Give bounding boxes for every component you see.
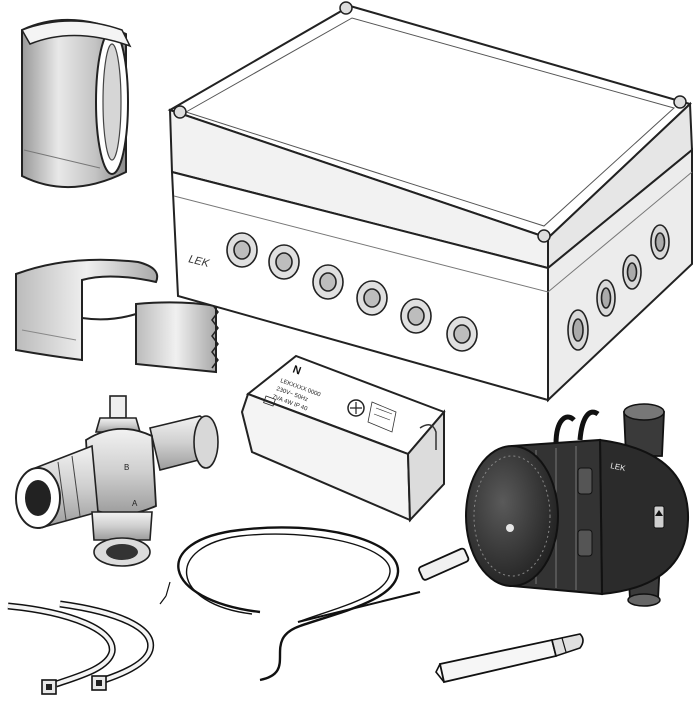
actuator-mark: N	[291, 364, 303, 378]
ce-mark-icon	[263, 395, 276, 407]
flow-arrow-icon	[655, 510, 663, 516]
valve-actuator: N LEKXXXX 0000 230V~ 50Hz 7VA 4W IP 40	[240, 354, 446, 523]
circulation-pump: LEK	[465, 403, 690, 607]
thermal-paste-tube	[435, 633, 584, 684]
screw-icon	[673, 95, 687, 109]
foil-strip	[15, 258, 219, 374]
valve-port-a: A	[132, 499, 138, 508]
cable-ties	[7, 600, 155, 695]
temperature-sensor	[159, 526, 470, 682]
three-way-valve: B A	[15, 395, 219, 567]
screw-icon	[173, 105, 187, 119]
valve-port-b: B	[124, 463, 129, 472]
pump-brand-label: LEK	[610, 461, 627, 473]
junction-box: LEK	[167, 1, 694, 403]
cable-gland-side	[567, 224, 670, 351]
screw-icon	[537, 229, 551, 243]
cable-gland-row	[226, 232, 478, 352]
pump-center-screw-icon	[506, 524, 514, 532]
screw-icon	[339, 1, 353, 15]
tape-roll	[20, 18, 132, 189]
box-brand-label: LEK	[187, 253, 211, 270]
